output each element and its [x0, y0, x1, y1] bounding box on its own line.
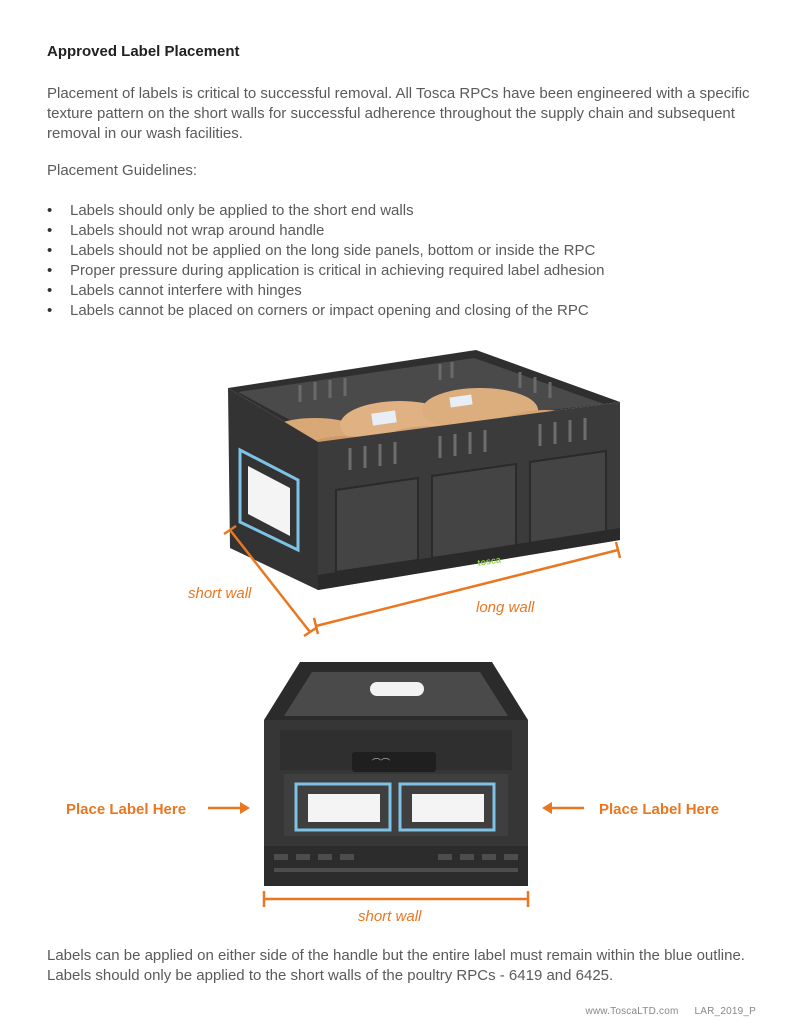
long-wall-dimension [312, 541, 622, 635]
list-item: •Labels should only be applied to the sh… [47, 202, 414, 219]
guidelines-list: •Labels should only be applied to the sh… [47, 201, 604, 321]
short-wall-dimension [223, 524, 317, 638]
crate-end-view-image: ⌒⌒ [264, 662, 528, 886]
list-item-text: Proper pressure during application is cr… [70, 262, 605, 279]
short-wall-dimension-2 [262, 891, 530, 907]
brand-mark: tosca [477, 554, 503, 568]
intro-paragraph: Placement of labels is critical to succe… [47, 85, 750, 142]
list-item-text: Labels cannot interfere with hinges [70, 282, 302, 299]
footer-url[interactable]: www.ToscaLTD.com [585, 1006, 679, 1017]
page-heading: Approved Label Placement [47, 43, 240, 60]
footer-paragraph: Labels can be applied on either side of … [47, 947, 745, 984]
list-item: •Labels should not be applied on the lon… [47, 242, 596, 259]
handle [352, 752, 436, 772]
arrow-right-icon [208, 802, 250, 814]
list-item: •Labels cannot be placed on corners or i… [47, 302, 589, 319]
crate-illustrations: tosca short wall long wall ⌒⌒ [66, 350, 719, 925]
page-footer: www.ToscaLTD.com LAR_2019_P [569, 1006, 756, 1017]
list-item-text: Labels cannot be placed on corners or im… [70, 302, 589, 319]
svg-text:⌒⌒: ⌒⌒ [372, 758, 390, 768]
guidelines-title: Placement Guidelines: [47, 162, 198, 179]
list-item-text: Labels should not wrap around handle [70, 222, 325, 239]
list-item: •Labels should not wrap around handle [47, 222, 325, 239]
short-wall-label-2: short wall [358, 908, 422, 925]
label-placeholder [248, 466, 290, 536]
label-zone-outline-right [398, 782, 496, 832]
list-item-text: Labels should only be applied to the sho… [70, 202, 414, 219]
label-zone-outline-left [294, 782, 392, 832]
place-label-right: Place Label Here [599, 801, 719, 818]
crate-perspective-image: tosca [228, 350, 620, 590]
arrow-left-icon [542, 802, 584, 814]
long-wall-label: long wall [476, 599, 535, 616]
label-placeholder [308, 794, 380, 822]
list-item: •Labels cannot interfere with hinges [47, 282, 302, 299]
short-wall-label: short wall [188, 585, 252, 602]
list-item: •Proper pressure during application is c… [47, 262, 605, 279]
footer-code: LAR_2019_P [694, 1006, 756, 1017]
list-item-text: Labels should not be applied on the long… [70, 242, 596, 259]
label-zone-outline [238, 447, 300, 553]
label-placeholder [412, 794, 484, 822]
place-label-left: Place Label Here [66, 801, 186, 818]
